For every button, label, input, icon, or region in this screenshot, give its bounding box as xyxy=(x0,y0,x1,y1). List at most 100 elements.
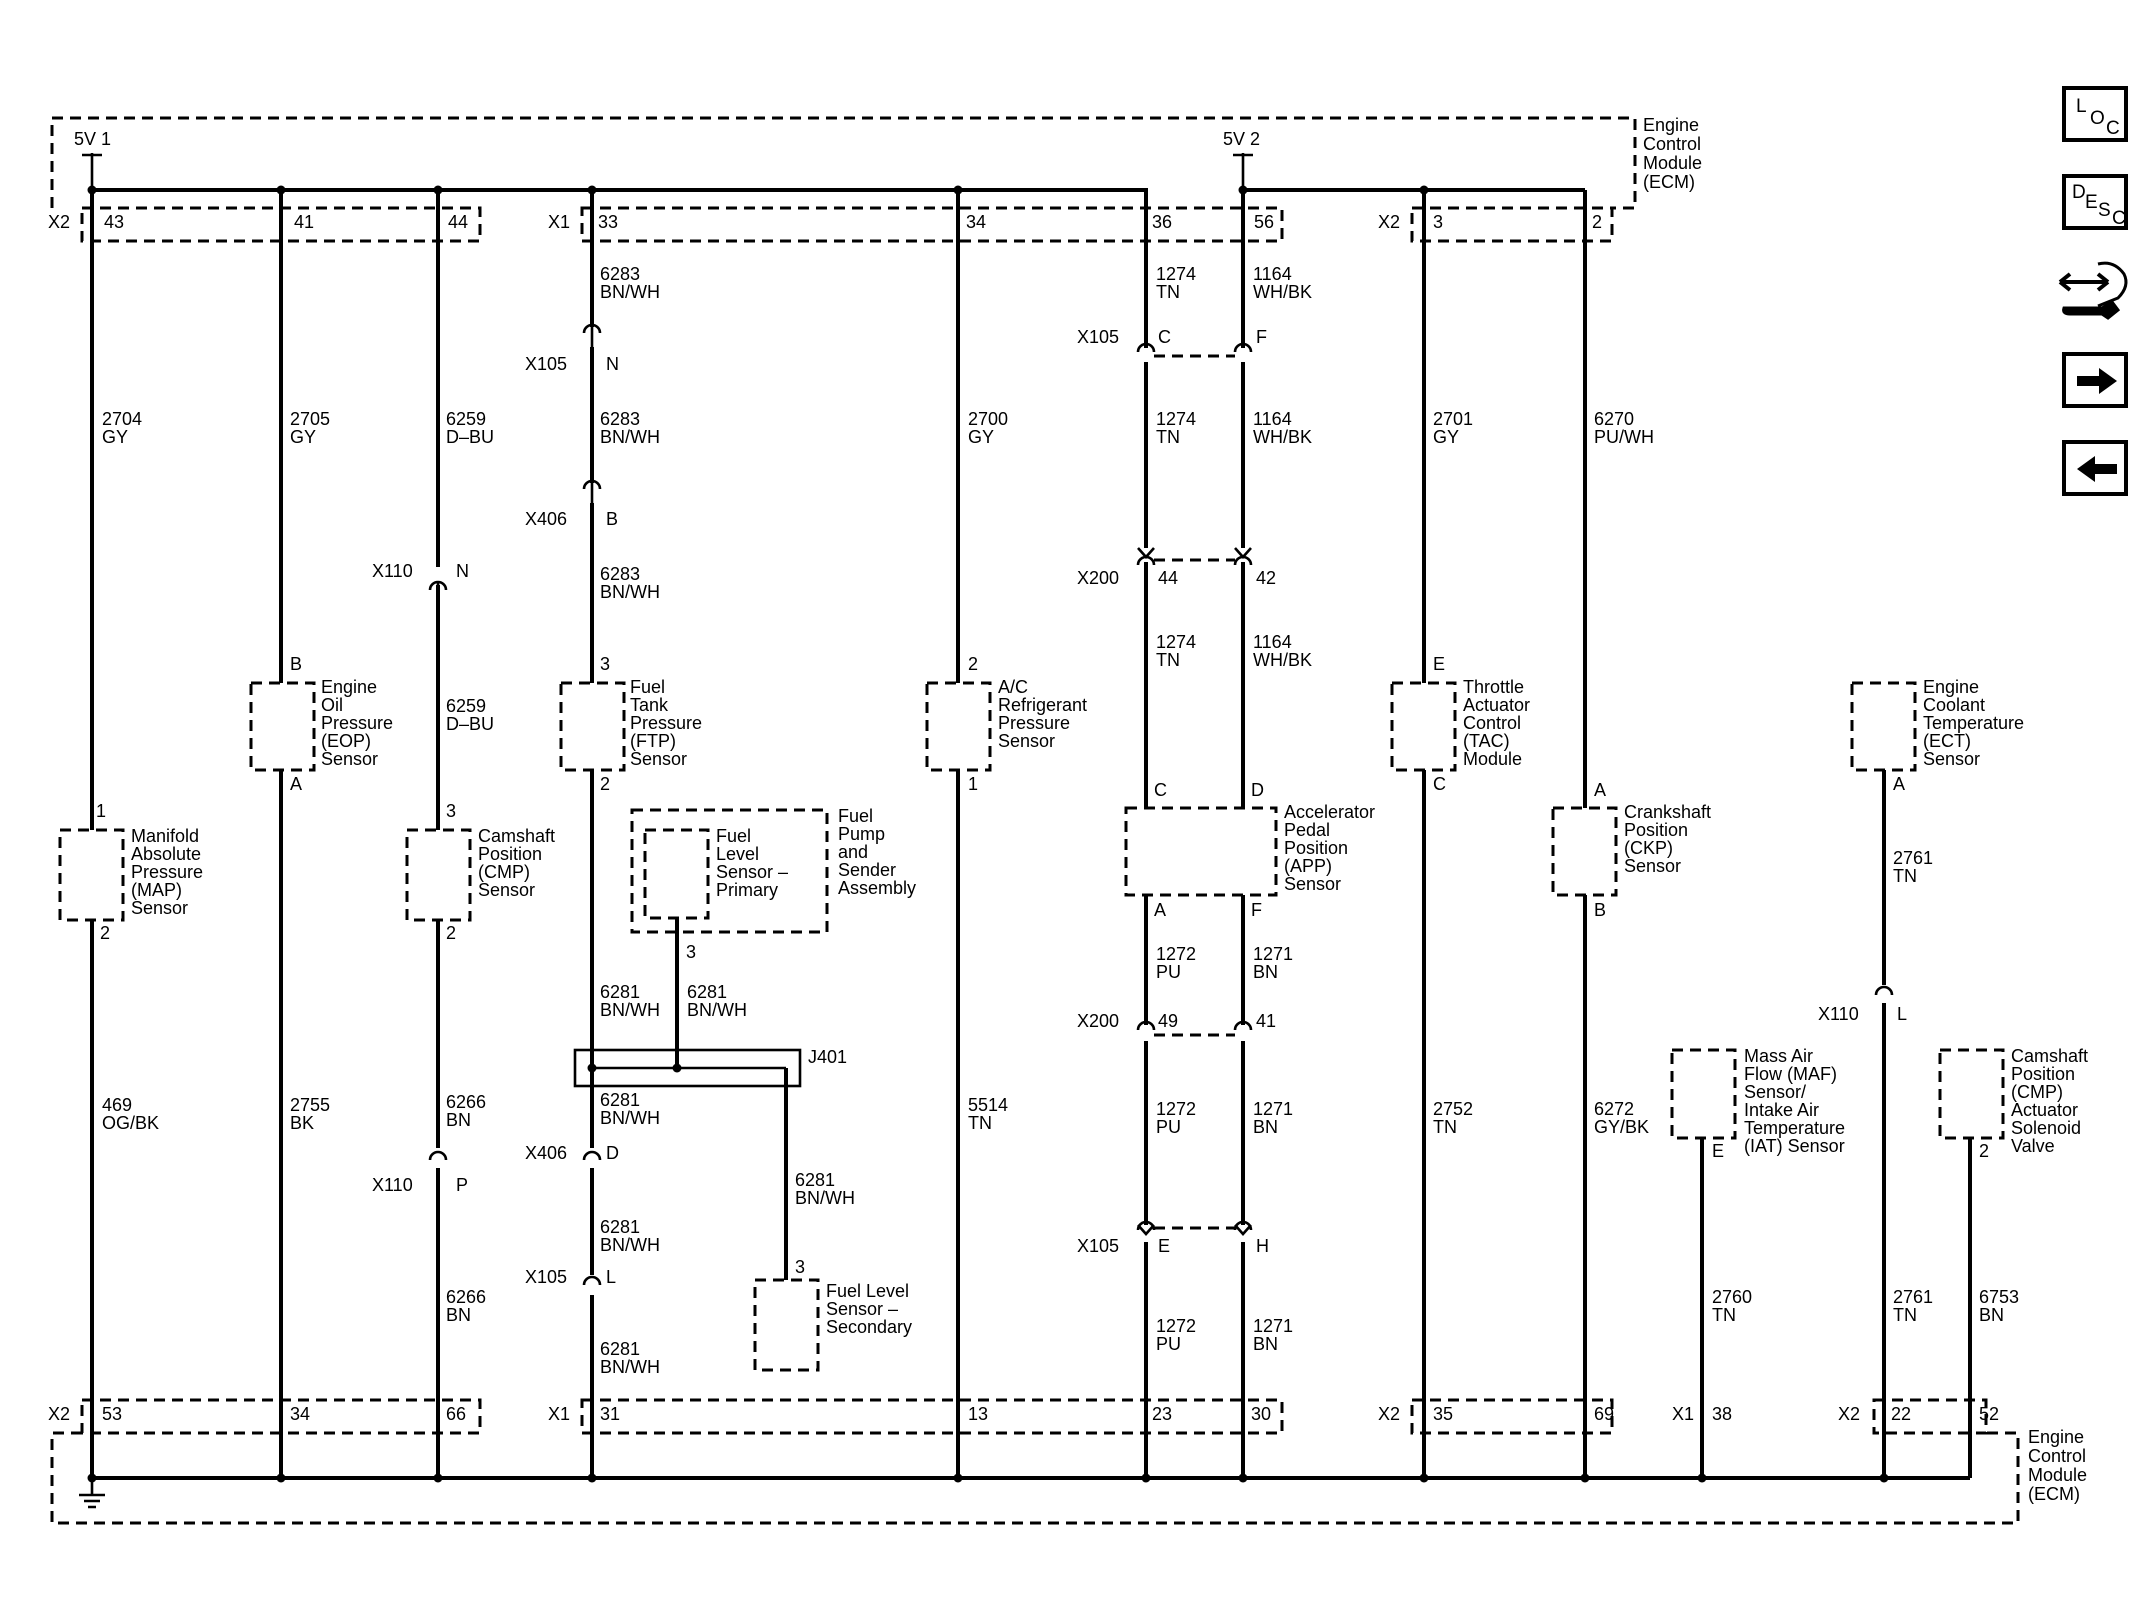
bottom-connector-x1: X1 xyxy=(1672,1404,1694,1424)
pin-label: 42 xyxy=(1256,568,1276,588)
svg-text:F: F xyxy=(1251,900,1262,920)
top-pin: 41 xyxy=(294,212,314,232)
bottom-connector-x2: X2 xyxy=(1838,1404,1860,1424)
inline-connectors xyxy=(428,323,1894,1286)
previous-page-button[interactable] xyxy=(2062,440,2128,496)
pin-label: P xyxy=(456,1175,468,1195)
supply-bus xyxy=(87,168,1585,300)
next-page-button[interactable] xyxy=(2062,352,2128,408)
conn-x105: X105 xyxy=(525,354,567,374)
top-pin: 2 xyxy=(1592,212,1602,232)
pin-label: L xyxy=(1897,1004,1907,1024)
bottom-pin: 66 xyxy=(446,1404,466,1424)
bottom-pin: 13 xyxy=(968,1404,988,1424)
pin-label: B xyxy=(606,509,618,529)
svg-text:D: D xyxy=(1251,780,1264,800)
description-button[interactable]: D E S C xyxy=(2062,174,2128,230)
conn-x200: X200 xyxy=(1077,568,1119,588)
bottom-pin: 23 xyxy=(1152,1404,1172,1424)
svg-text:E: E xyxy=(1433,654,1445,674)
svg-text:A: A xyxy=(1893,774,1905,794)
pin-label: C xyxy=(1158,327,1171,347)
bottom-pin: 52 xyxy=(1979,1404,1999,1424)
top-pin: 44 xyxy=(448,212,468,232)
svg-text:A: A xyxy=(290,774,302,794)
svg-text:2: 2 xyxy=(446,923,456,943)
bottom-connector-x2: X2 xyxy=(1378,1404,1400,1424)
top-pin: 3 xyxy=(1433,212,1443,232)
bottom-pin: 31 xyxy=(600,1404,620,1424)
next-page-icon xyxy=(2077,368,2117,394)
splice-j401: J401 xyxy=(808,1047,847,1067)
svg-text:E: E xyxy=(1712,1141,1724,1161)
pin-label: 41 xyxy=(1256,1011,1276,1031)
svg-text:3: 3 xyxy=(446,801,456,821)
pin-label: L xyxy=(606,1267,616,1287)
bottom-connector-x1: X1 xyxy=(548,1404,570,1424)
top-connector-x1: X1 xyxy=(548,212,570,232)
conn-x105: X105 xyxy=(1077,1236,1119,1256)
bottom-connector-x2: X2 xyxy=(48,1404,70,1424)
svg-text:3: 3 xyxy=(600,654,610,674)
svg-text:A: A xyxy=(1594,780,1606,800)
ecm-bottom: X2 X1 X2 X1 X2 53 34 66 31 13 23 30 35 6… xyxy=(48,1398,2087,1525)
svg-text:2: 2 xyxy=(600,774,610,794)
pin-label: N xyxy=(606,354,619,374)
supply-5v2: 5V 2 xyxy=(1223,129,1260,149)
svg-text:3: 3 xyxy=(686,942,696,962)
svg-text:2: 2 xyxy=(968,654,978,674)
conn-x200: X200 xyxy=(1077,1011,1119,1031)
svg-text:C: C xyxy=(1154,780,1167,800)
svg-text:B: B xyxy=(290,654,302,674)
svg-text:1: 1 xyxy=(968,774,978,794)
location-button[interactable]: L O C xyxy=(2062,86,2128,142)
bottom-pin: 35 xyxy=(1433,1404,1453,1424)
bottom-pin: 22 xyxy=(1891,1404,1911,1424)
bottom-pin: 53 xyxy=(102,1404,122,1424)
top-connector-x2-b: X2 xyxy=(1378,212,1400,232)
pin-label: E xyxy=(1158,1236,1170,1256)
component-view-icon[interactable] xyxy=(2058,258,2134,332)
conn-x105: X105 xyxy=(525,1267,567,1287)
top-connector-x2-a: X2 xyxy=(48,212,70,232)
ground-bus xyxy=(79,1473,1970,1509)
svg-text:1: 1 xyxy=(96,801,106,821)
conn-x110: X110 xyxy=(1818,1004,1859,1024)
